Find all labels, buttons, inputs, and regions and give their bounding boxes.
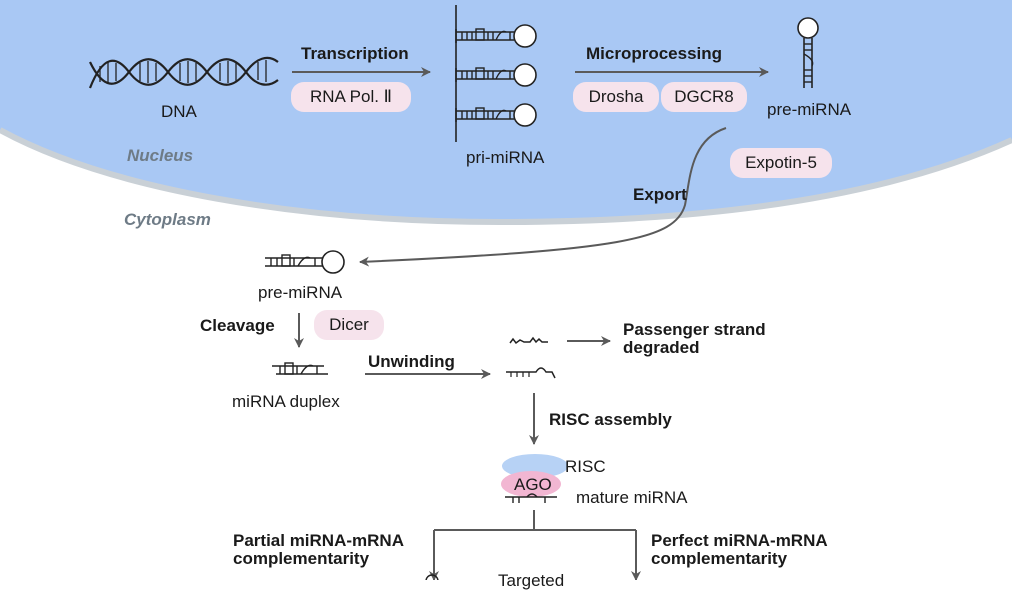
unwinding-label: Unwinding xyxy=(368,352,455,371)
cyto-pre-mirna-icon xyxy=(265,250,345,274)
branch-arrows xyxy=(429,510,641,580)
target-icon xyxy=(425,574,439,580)
pre-mirna-nucleus-label: pre-miRNA xyxy=(767,100,852,119)
pre-mirna-cyto-label: pre-miRNA xyxy=(258,283,343,302)
partial-complementarity-line2: complementarity xyxy=(233,549,370,568)
partial-complementarity-line1: Partial miRNA-mRNA xyxy=(233,531,404,550)
microprocessing-label: Microprocessing xyxy=(586,44,723,63)
mature-mirna-label: mature miRNA xyxy=(576,488,688,507)
transcription-label: Transcription xyxy=(301,44,409,63)
expotin-badge: Expotin-5 xyxy=(730,148,832,178)
dicer-badge: Dicer xyxy=(314,310,384,340)
mirna-duplex-icon xyxy=(272,362,328,375)
perfect-complementarity-line1: Perfect miRNA-mRNA xyxy=(651,531,828,550)
cleavage-label: Cleavage xyxy=(200,316,275,335)
perfect-complementarity-line2: complementarity xyxy=(651,549,788,568)
risc-shape xyxy=(502,454,568,478)
mirna-duplex-label: miRNA duplex xyxy=(232,392,340,411)
passenger-label-line2: degraded xyxy=(623,338,700,357)
nucleus-label: Nucleus xyxy=(127,146,194,165)
risc-label: RISC xyxy=(565,457,606,476)
pre-mirna-hairpin-icon xyxy=(797,17,819,88)
ago-label: AGO xyxy=(514,475,552,494)
export-arrow xyxy=(359,127,727,267)
dna-label: DNA xyxy=(161,102,197,121)
drosha-badge: Drosha xyxy=(573,82,659,112)
dgcr8-badge: DGCR8 xyxy=(661,82,747,112)
nuclear-envelope xyxy=(0,127,1012,226)
rna-pol-badge: RNA Pol. Ⅱ xyxy=(291,82,411,112)
mature-mirna-icon xyxy=(505,493,557,503)
separated-strands-icon xyxy=(506,336,556,379)
passenger-label-line1: Passenger strand xyxy=(623,320,766,339)
pri-mirna-label: pri-miRNA xyxy=(466,148,545,167)
target-fragment-label: Targeted xyxy=(498,571,565,590)
dna-helix-icon xyxy=(88,56,279,89)
export-label: Export xyxy=(633,185,687,204)
cytoplasm-label: Cytoplasm xyxy=(124,210,211,229)
ago-shape xyxy=(501,471,561,497)
risc-assembly-label: RISC assembly xyxy=(549,410,672,429)
pri-mirna-icon xyxy=(455,5,537,142)
